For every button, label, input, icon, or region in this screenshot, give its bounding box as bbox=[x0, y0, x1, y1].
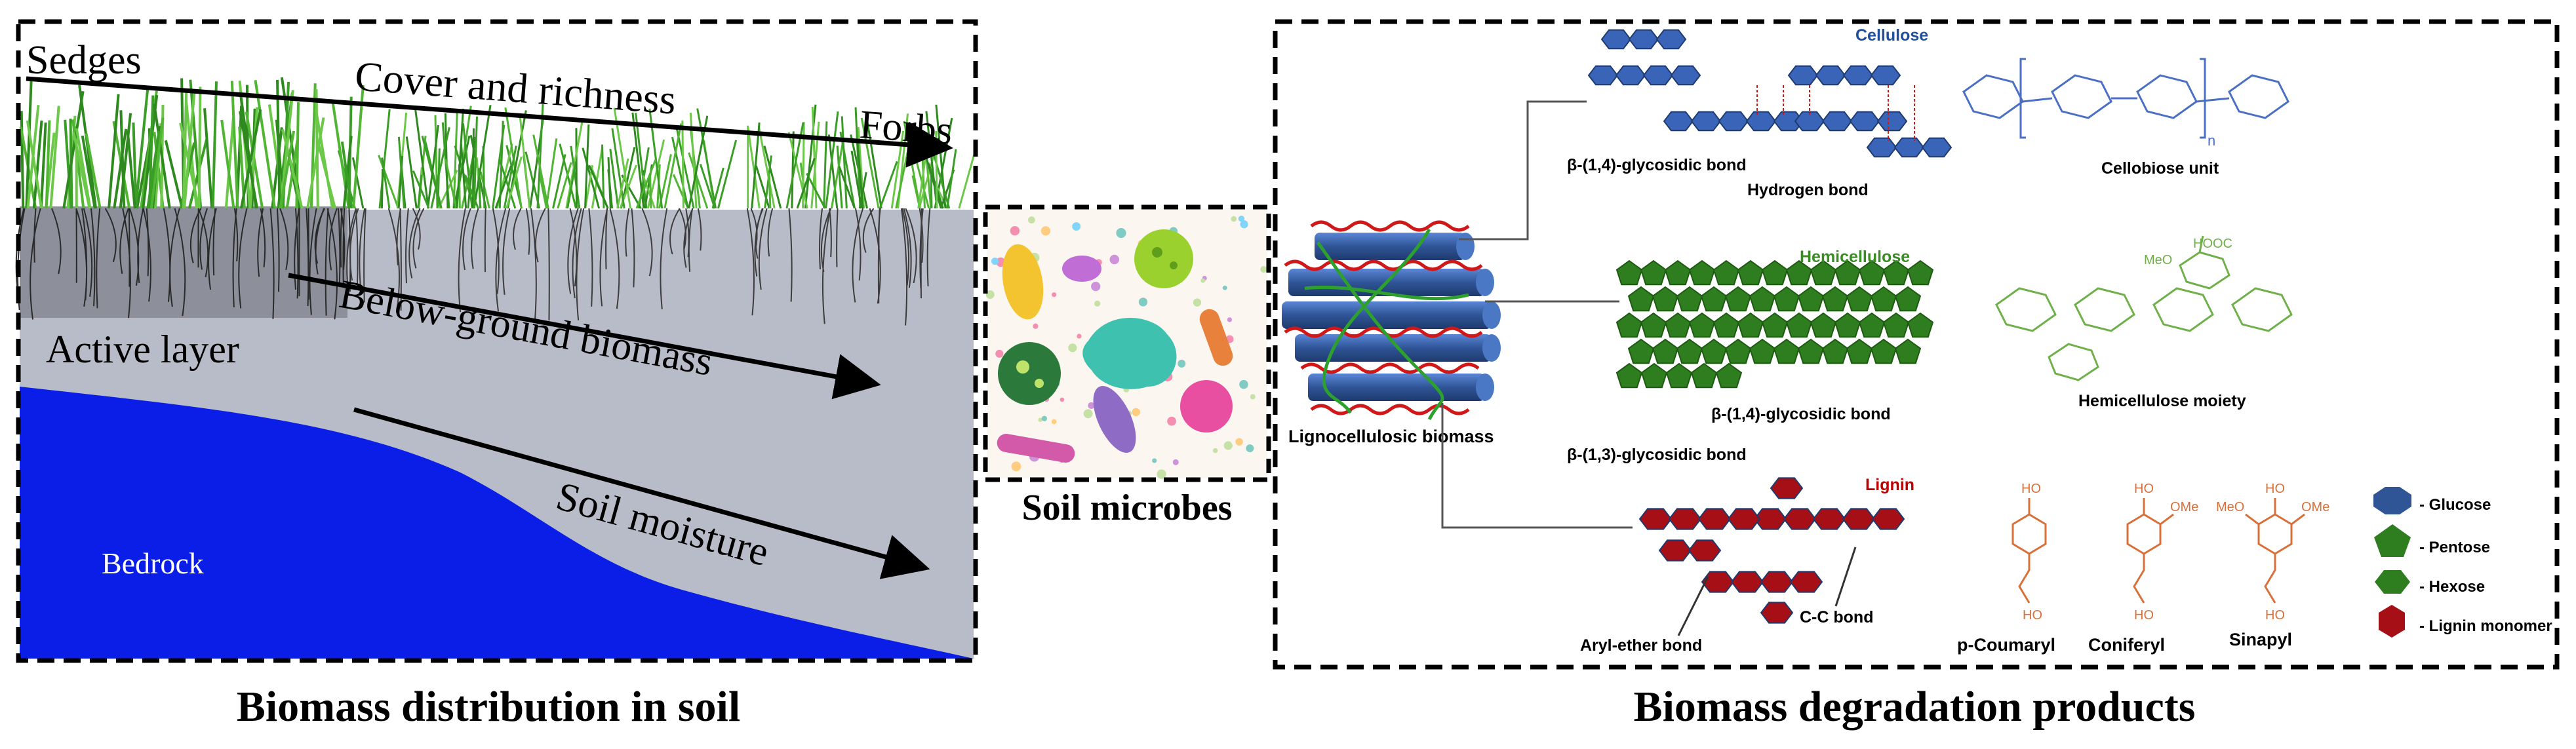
lignocellulosic-label: Lignocellulosic biomass bbox=[1288, 427, 1494, 446]
purple-oval-icon bbox=[1062, 256, 1101, 282]
coniferyl-ho-bottom: HO bbox=[2134, 608, 2154, 623]
teal-amoeba-icon bbox=[1082, 318, 1177, 389]
hemi-bond-13-label: β-(1,3)-glycosidic bond bbox=[1567, 446, 1747, 464]
coniferyl-ome-label: OMe bbox=[2170, 500, 2198, 514]
lignocellulosic-bundle bbox=[1282, 220, 1501, 421]
hemicellulose-moiety-structure bbox=[1995, 235, 2293, 381]
legend-pentose-label: - Pentose bbox=[2419, 539, 2490, 556]
dark-green-virus-icon bbox=[998, 342, 1061, 405]
legend-hexose-label: - Hexose bbox=[2419, 578, 2485, 596]
dense-root-mat bbox=[20, 206, 347, 318]
bedrock-region bbox=[20, 387, 974, 659]
green-virus-icon bbox=[1134, 229, 1193, 288]
monomer-structures bbox=[2011, 498, 2305, 604]
hemi-bond-14-label: β-(1,4)-glycosidic bond bbox=[1711, 405, 1891, 423]
cellobiose-subscript: n bbox=[2208, 132, 2215, 149]
forbs-label: Forbs bbox=[858, 102, 954, 153]
cellobiose-unit-label: Cellobiose unit bbox=[2101, 159, 2219, 178]
sinapyl-ome-label: OMe bbox=[2301, 500, 2329, 514]
legend-pentose-swatch bbox=[2374, 524, 2411, 557]
purple-bacterium-icon bbox=[1093, 386, 1136, 453]
yellow-bacterium-icon bbox=[1002, 244, 1044, 320]
sinapyl-ho-bottom: HO bbox=[2265, 608, 2285, 623]
hemicellulose-moiety-label: Hemicellulose moiety bbox=[2078, 392, 2246, 410]
legend-glucose-label: - Glucose bbox=[2419, 496, 2491, 514]
legend-lignin-swatch bbox=[2379, 605, 2405, 638]
lignin-title: Lignin bbox=[1865, 476, 1914, 494]
cellulose-connector bbox=[1459, 100, 1587, 240]
middle-panel: Soil microbes bbox=[983, 204, 1271, 528]
coniferyl-ho-label: HO bbox=[2134, 482, 2154, 496]
hydrogen-bond-label: Hydrogen bond bbox=[1747, 181, 1869, 199]
monomer-label-coniferyl: Coniferyl bbox=[2088, 635, 2165, 655]
legend: - Glucose - Pentose - Hexose - Lignin mo… bbox=[2373, 487, 2552, 638]
sedges-label: Sedges bbox=[26, 38, 142, 83]
left-panel: Sedges Cover and richness Forbs Active l… bbox=[15, 19, 978, 731]
cellulose-glycosidic-label: β-(1,4)-glycosidic bond bbox=[1567, 156, 1747, 174]
middle-caption: Soil microbes bbox=[1022, 488, 1233, 528]
cc-bond-pointer bbox=[1834, 547, 1857, 607]
monomer-label-coumaryl: p-Coumaryl bbox=[1957, 635, 2055, 655]
right-panel-frame bbox=[1273, 19, 2560, 670]
cc-bond-label: C-C bond bbox=[1800, 608, 1873, 626]
roots bbox=[15, 208, 931, 326]
cellobiose-structure bbox=[1962, 58, 2289, 139]
bedrock-label: Bedrock bbox=[102, 547, 204, 580]
active-layer-label: Active layer bbox=[46, 328, 239, 371]
lignin-cluster bbox=[1638, 477, 1905, 624]
orange-bacillus-icon bbox=[1199, 309, 1233, 366]
monomer-label-sinapyl: Sinapyl bbox=[2229, 630, 2292, 649]
pink-rod-icon bbox=[997, 434, 1075, 463]
cellulose-title: Cellulose bbox=[1855, 26, 1928, 45]
lignin-connector bbox=[1441, 403, 1633, 529]
soil-moisture-arrow bbox=[353, 407, 930, 579]
hemicellulose-grid bbox=[1615, 259, 1934, 389]
cover-richness-arrow bbox=[26, 76, 953, 168]
left-panel-frame bbox=[16, 19, 978, 663]
sinapyl-ho-label: HO bbox=[2265, 482, 2285, 496]
sinapyl-meo-label: MeO bbox=[2216, 500, 2244, 514]
legend-lignin-label: - Lignin monomer bbox=[2419, 617, 2552, 635]
grass-blades bbox=[19, 77, 978, 209]
aryl-ether-pointer bbox=[1677, 576, 1709, 636]
legend-glucose-swatch bbox=[2373, 487, 2411, 514]
below-ground-arrow bbox=[288, 273, 881, 400]
hemicellulose-title: Hemicellulose bbox=[1800, 248, 1910, 266]
coumaryl-ho-bottom: HO bbox=[2023, 608, 2042, 623]
right-caption: Biomass degradation products bbox=[1634, 683, 2196, 731]
right-panel: Biomass degradation products Lignocellul… bbox=[1273, 19, 2560, 731]
middle-panel-frame bbox=[983, 204, 1271, 482]
aryl-ether-label: Aryl-ether bond bbox=[1580, 636, 1702, 655]
pink-virus-icon bbox=[1180, 380, 1233, 432]
left-caption: Biomass distribution in soil bbox=[237, 683, 740, 731]
cellulose-chains bbox=[1587, 29, 1952, 158]
hemi-meo-label: MeO bbox=[2144, 253, 2172, 267]
coumaryl-ho-label: HO bbox=[2021, 482, 2041, 496]
legend-hexose-swatch bbox=[2375, 570, 2410, 594]
hooc-label: HOOC bbox=[2193, 237, 2232, 251]
